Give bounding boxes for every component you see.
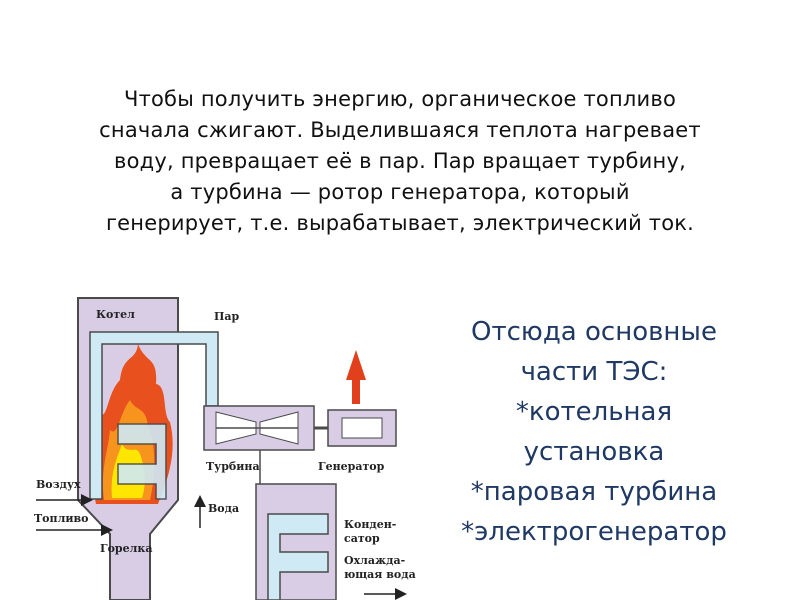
label-turbine: Турбина — [206, 460, 260, 473]
intro-text: Чтобы получить энергию, органическое топ… — [20, 84, 780, 239]
label-cooling-1: Охлажда- — [344, 554, 405, 567]
intro-line: Чтобы получить энергию, органическое топ… — [123, 87, 677, 111]
parts-item: *котельная — [515, 397, 673, 427]
intro-line: генерирует, т.е. вырабатывает, электриче… — [105, 211, 695, 235]
turbine-rotor — [215, 411, 299, 445]
main-parts-list: Отсюда основные части ТЭС: *котельная ус… — [418, 312, 770, 552]
parts-heading-line: Отсюда основные — [471, 317, 717, 347]
intro-line: воду, превращает её в пар. Пар вращает т… — [114, 149, 686, 173]
cooling-water-coil — [267, 513, 329, 600]
label-air: Воздух — [36, 478, 81, 491]
intro-line: а турбина — ротор генератора, который — [170, 180, 630, 204]
parts-item: установка — [523, 437, 665, 467]
label-condenser-2: сатор — [344, 532, 380, 545]
parts-heading-line: части ТЭС: — [520, 357, 668, 387]
label-water: Вода — [208, 502, 239, 515]
label-fuel: Топливо — [34, 512, 88, 525]
label-burner: Горелка — [100, 542, 152, 555]
label-condenser-1: Конден- — [344, 518, 396, 531]
water-pipe — [117, 423, 167, 500]
intro-line: сначала сжигают. Выделившаяся теплота на… — [99, 118, 701, 142]
label-cooling-2: ющая вода — [344, 568, 416, 581]
label-steam: Пар — [214, 310, 240, 323]
label-boiler: Котел — [96, 308, 135, 321]
parts-item: *паровая турбина — [470, 477, 718, 507]
power-plant-diagram: Котел Пар Турбина Генератор Вода Воздух … — [34, 297, 416, 600]
parts-item: *электрогенератор — [461, 517, 727, 547]
label-generator: Генератор — [318, 460, 385, 473]
electricity-arrow-icon — [346, 350, 366, 404]
